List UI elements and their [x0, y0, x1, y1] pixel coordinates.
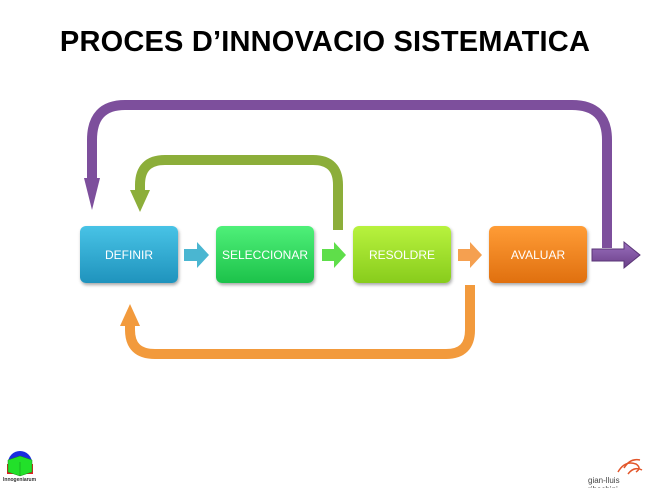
step-label: DEFINIR [105, 247, 153, 262]
step-seleccionar: SELECCIONAR [216, 226, 314, 283]
step-label: RESOLDRE [368, 247, 436, 262]
arrow-seleccionar-resoldre [322, 242, 346, 268]
step-avaluar: AVALUAR [489, 226, 587, 283]
step-resoldre: RESOLDRE [353, 226, 451, 283]
left-logo-text: Innogeniarum [3, 477, 37, 483]
slide-title: PROCES D’INNOVACIO SISTEMATICA [59, 26, 591, 58]
purple-arrowhead [84, 178, 100, 210]
orange-arrowhead [120, 304, 140, 326]
arrow-definir-seleccionar [184, 242, 209, 268]
dragon-logo [617, 458, 643, 475]
step-label: AVALUAR [510, 247, 566, 262]
purple-feedback-arrow [87, 100, 612, 248]
orange-feedback-arrow [125, 285, 475, 359]
right-logo-text: gian-lluis ribechini [588, 476, 620, 488]
arrow-avaluar-out [591, 240, 641, 270]
innogeniarum-logo [7, 451, 33, 477]
step-definir: DEFINIR [80, 226, 178, 283]
green-feedback-arrow [135, 155, 343, 230]
step-label: SELECCIONAR [221, 247, 309, 262]
arrow-resoldre-avaluar [458, 242, 482, 268]
green-arrowhead [130, 190, 150, 212]
